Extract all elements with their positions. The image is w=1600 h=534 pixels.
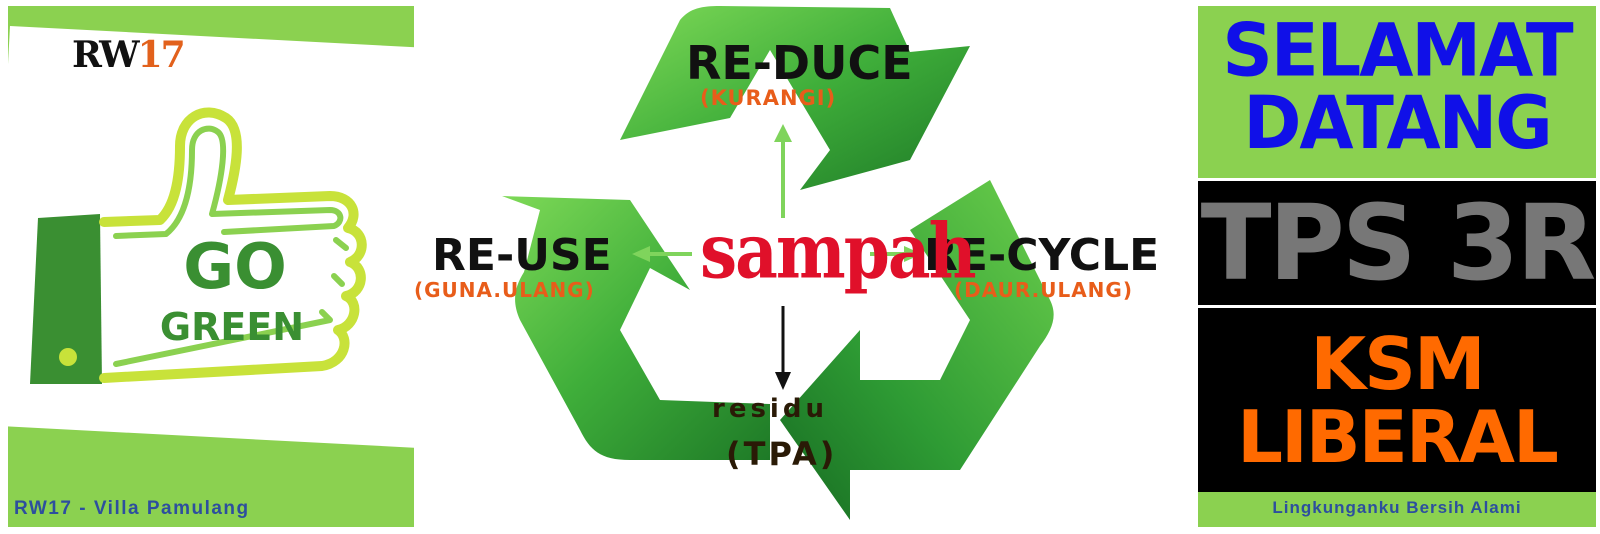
rw17-logo-number: 17 <box>137 34 186 76</box>
sampah-label: sampah <box>700 206 977 296</box>
reuse-label: RE-USE <box>432 230 612 281</box>
ksm-text: KSM LIBERAL <box>1198 322 1596 480</box>
green-text: GREEN <box>159 305 305 349</box>
tps-panel: TPS 3R <box>1198 178 1596 308</box>
reduce-sub-label: (KURANGI) <box>700 86 837 110</box>
rw17-logo-letters: RW <box>72 34 140 76</box>
welcome-line-1: SELAMAT <box>1222 7 1573 94</box>
tpa-label: (TPA) <box>726 435 838 473</box>
tps-3r-banner: SELAMAT DATANG TPS 3R KSM LIBERAL Lingku… <box>1198 6 1596 527</box>
go-text: GO <box>183 230 287 303</box>
recycle-arrows-icon <box>502 6 1054 520</box>
recycle-label: RE-CYCLE <box>924 230 1160 281</box>
reuse-sub-label: (GUNA.ULANG) <box>414 278 595 302</box>
welcome-line-2: DATANG <box>1243 79 1552 166</box>
welcome-text: SELAMAT DATANG <box>1198 7 1596 166</box>
reduce-label: RE-DUCE <box>686 36 913 90</box>
recycle-sub-label: (DAUR.ULANG) <box>954 278 1133 302</box>
right-footer-panel: Lingkunganku Bersih Alami <box>1198 492 1596 527</box>
residu-label: residu <box>712 394 828 424</box>
left-footer-text: RW17 - Villa Pamulang <box>14 498 250 519</box>
ksm-line-1: KSM <box>1310 322 1485 406</box>
welcome-panel: SELAMAT DATANG <box>1198 6 1596 178</box>
thumbs-up-icon <box>30 107 367 384</box>
rw17-logo: RW17 <box>72 34 186 76</box>
right-footer-text: Lingkunganku Bersih Alami <box>1272 498 1522 517</box>
ksm-panel: KSM LIBERAL <box>1198 308 1596 492</box>
tps-3r-text: TPS 3R <box>1200 182 1597 304</box>
ksm-line-2: LIBERAL <box>1237 395 1559 480</box>
